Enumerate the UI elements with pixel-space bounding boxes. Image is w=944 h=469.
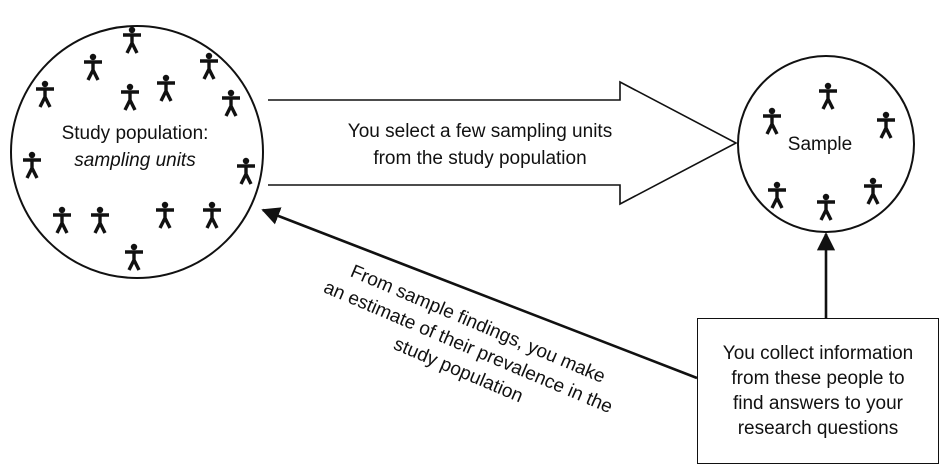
select-arrow [268, 80, 738, 206]
person-icon [154, 200, 176, 230]
person-icon [198, 51, 220, 81]
sample-circle [737, 55, 915, 233]
person-icon [815, 192, 837, 222]
collect-text-line: from these people to [731, 368, 905, 389]
person-icon [34, 79, 56, 109]
person-icon [21, 150, 43, 180]
select-arrow-text: You select a few sampling units from the… [300, 118, 660, 172]
collect-text-line: find answers to your [732, 393, 904, 414]
person-icon [123, 242, 145, 272]
collect-text-line: research questions [737, 418, 899, 439]
person-icon [875, 110, 897, 140]
sample-label: Sample [787, 134, 853, 155]
collect-text-line: You collect information [722, 343, 914, 364]
person-icon [220, 88, 242, 118]
study-population-title: Study population: [61, 123, 209, 144]
person-icon [235, 156, 257, 186]
person-icon [201, 200, 223, 230]
study-population-subtitle: sampling units [74, 150, 196, 171]
collect-info-box: You collect information from these peopl… [697, 318, 939, 464]
person-icon [817, 81, 839, 111]
person-icon [761, 106, 783, 136]
person-icon [51, 205, 73, 235]
estimate-arrow [261, 207, 698, 380]
person-icon [82, 52, 104, 82]
select-text-line: You select a few sampling units [347, 121, 613, 142]
person-icon [766, 180, 788, 210]
select-text-line: from the study population [373, 148, 587, 169]
person-icon [89, 205, 111, 235]
study-population-circle [10, 25, 264, 279]
person-icon [119, 82, 141, 112]
person-icon [155, 73, 177, 103]
person-icon [862, 176, 884, 206]
collect-info-text: You collect information from these peopl… [723, 341, 913, 441]
person-icon [121, 25, 143, 55]
